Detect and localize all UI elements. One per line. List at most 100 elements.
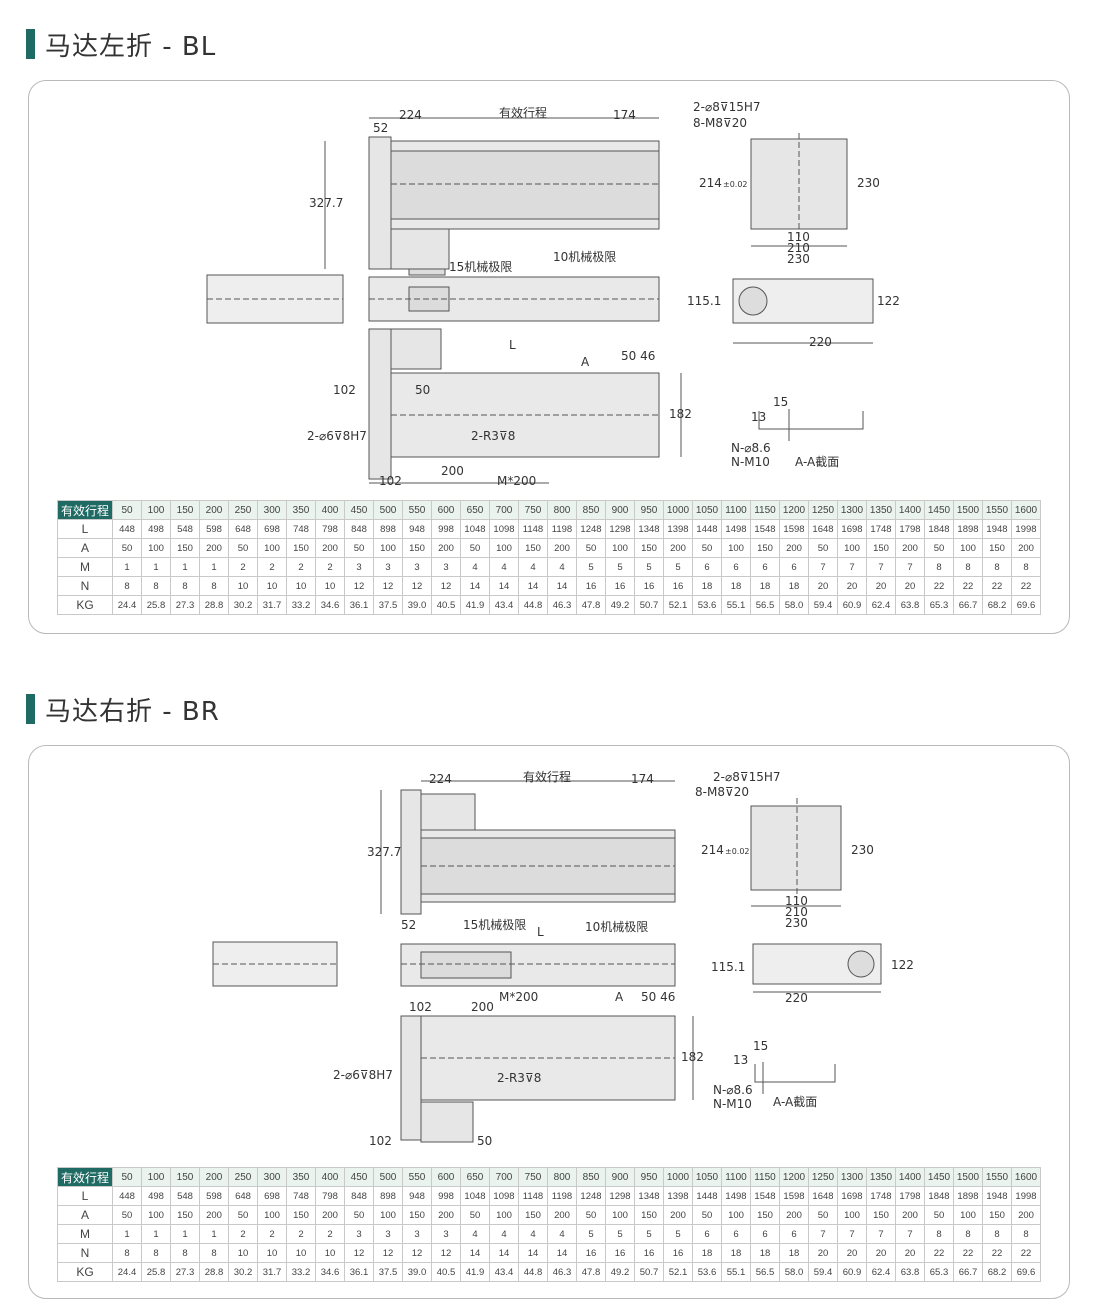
- table-cell: 1100: [721, 500, 751, 520]
- table-cell: 150: [170, 538, 200, 558]
- table-cell: 150: [170, 1205, 200, 1225]
- table-cell: 50: [112, 500, 142, 520]
- table-cell: 948: [402, 519, 432, 539]
- table-cell: 1300: [837, 1167, 867, 1187]
- table-cell: 12: [373, 1243, 403, 1263]
- table-cell: 68.2: [982, 595, 1012, 615]
- table-cell: 1500: [953, 500, 983, 520]
- row-header: M: [57, 1224, 113, 1244]
- table-cell: 5: [605, 1224, 635, 1244]
- table-cell: 100: [257, 538, 287, 558]
- dim-230-bottom: 230: [787, 252, 810, 266]
- table-cell: 66.7: [953, 1262, 983, 1282]
- table-cell: 1798: [895, 1186, 925, 1206]
- table-cell: 16: [634, 1243, 664, 1263]
- table-cell: 100: [489, 538, 519, 558]
- label-mech-10: 10机械极限: [553, 249, 616, 264]
- table-cell: 50: [112, 1167, 142, 1187]
- table-cell: 1050: [692, 1167, 722, 1187]
- table-cell: 1150: [750, 1167, 780, 1187]
- table-cell: 60.9: [837, 595, 867, 615]
- table-cell: 30.2: [228, 1262, 258, 1282]
- table-cell: 650: [460, 500, 490, 520]
- table-cell: 200: [895, 538, 925, 558]
- table-cell: 56.5: [750, 595, 780, 615]
- table-cell: 1548: [750, 519, 780, 539]
- table-cell: 1948: [982, 1186, 1012, 1206]
- table-cell: 22: [982, 576, 1012, 596]
- table-cell: 448: [112, 519, 142, 539]
- title-accent-bar: [26, 694, 35, 724]
- table-cell: 10: [228, 576, 258, 596]
- table-cell: 200: [895, 1205, 925, 1225]
- dim-200: 200: [471, 1000, 494, 1014]
- table-cell: 20: [866, 1243, 896, 1263]
- table-cell: 8: [953, 1224, 983, 1244]
- dim-13: 13: [733, 1053, 748, 1067]
- table-cell: 50: [112, 538, 142, 558]
- table-cell: 6: [779, 557, 809, 577]
- label-holes-m8: 8-M8⊽20: [693, 116, 747, 130]
- table-cell: 7: [808, 557, 838, 577]
- technical-drawing-br: 224 有效行程 174 327.7 52 15机械极限 10机械极限 2-⌀8…: [212, 769, 914, 1148]
- table-cell: 2: [257, 1224, 287, 1244]
- table-cell: 44.8: [518, 595, 548, 615]
- table-cell: 14: [489, 1243, 519, 1263]
- table-cell: 598: [199, 1186, 229, 1206]
- table-cell: 12: [402, 576, 432, 596]
- table-cell: 100: [605, 538, 635, 558]
- table-cell: 200: [1011, 1205, 1041, 1225]
- dim-224: 224: [429, 772, 452, 786]
- table-cell: 41.9: [460, 1262, 490, 1282]
- table-cell: 1400: [895, 1167, 925, 1187]
- table-cell: 8: [112, 576, 142, 596]
- table-cell: 3: [431, 557, 461, 577]
- table-cell: 600: [431, 500, 461, 520]
- table-cell: 700: [489, 1167, 519, 1187]
- table-cell: 50: [344, 538, 374, 558]
- dim-102: 102: [333, 383, 356, 397]
- dim-102-bottom: 102: [379, 474, 402, 488]
- table-cell: 46.3: [547, 595, 577, 615]
- title-accent-bar: [26, 29, 35, 59]
- table-cell: 1498: [721, 1186, 751, 1206]
- table-cell: 1098: [489, 519, 519, 539]
- table-cell: 1498: [721, 519, 751, 539]
- table-cell: 18: [779, 1243, 809, 1263]
- table-cell: 1898: [953, 1186, 983, 1206]
- table-cell: 50: [808, 1205, 838, 1225]
- table-cell: 18: [750, 1243, 780, 1263]
- table-cell: 63.8: [895, 595, 925, 615]
- dim-L: L: [537, 925, 544, 939]
- table-cell: 18: [779, 576, 809, 596]
- table-cell: 1148: [518, 519, 548, 539]
- table-cell: 1148: [518, 1186, 548, 1206]
- table-cell: 1098: [489, 1186, 519, 1206]
- table-cell: 14: [547, 1243, 577, 1263]
- table-cell: 1948: [982, 519, 1012, 539]
- table-cell: 39.0: [402, 595, 432, 615]
- table-cell: 8: [953, 557, 983, 577]
- table-cell: 3: [373, 557, 403, 577]
- table-cell: 1248: [576, 1186, 606, 1206]
- dim-50: 50: [415, 383, 430, 397]
- table-cell: 300: [257, 1167, 287, 1187]
- table-cell: 50: [924, 538, 954, 558]
- table-cell: 12: [373, 576, 403, 596]
- table-cell: 31.7: [257, 1262, 287, 1282]
- table-cell: 5: [663, 1224, 693, 1244]
- table-cell: 4: [460, 1224, 490, 1244]
- table-cell: 1050: [692, 500, 722, 520]
- table-cell: 22: [1011, 576, 1041, 596]
- table-cell: 20: [808, 1243, 838, 1263]
- table-cell: 100: [141, 1167, 171, 1187]
- table-cell: 800: [547, 1167, 577, 1187]
- table-cell: 550: [402, 500, 432, 520]
- table-cell: 150: [982, 1205, 1012, 1225]
- table-cell: 1250: [808, 1167, 838, 1187]
- table-cell: 50: [344, 1205, 374, 1225]
